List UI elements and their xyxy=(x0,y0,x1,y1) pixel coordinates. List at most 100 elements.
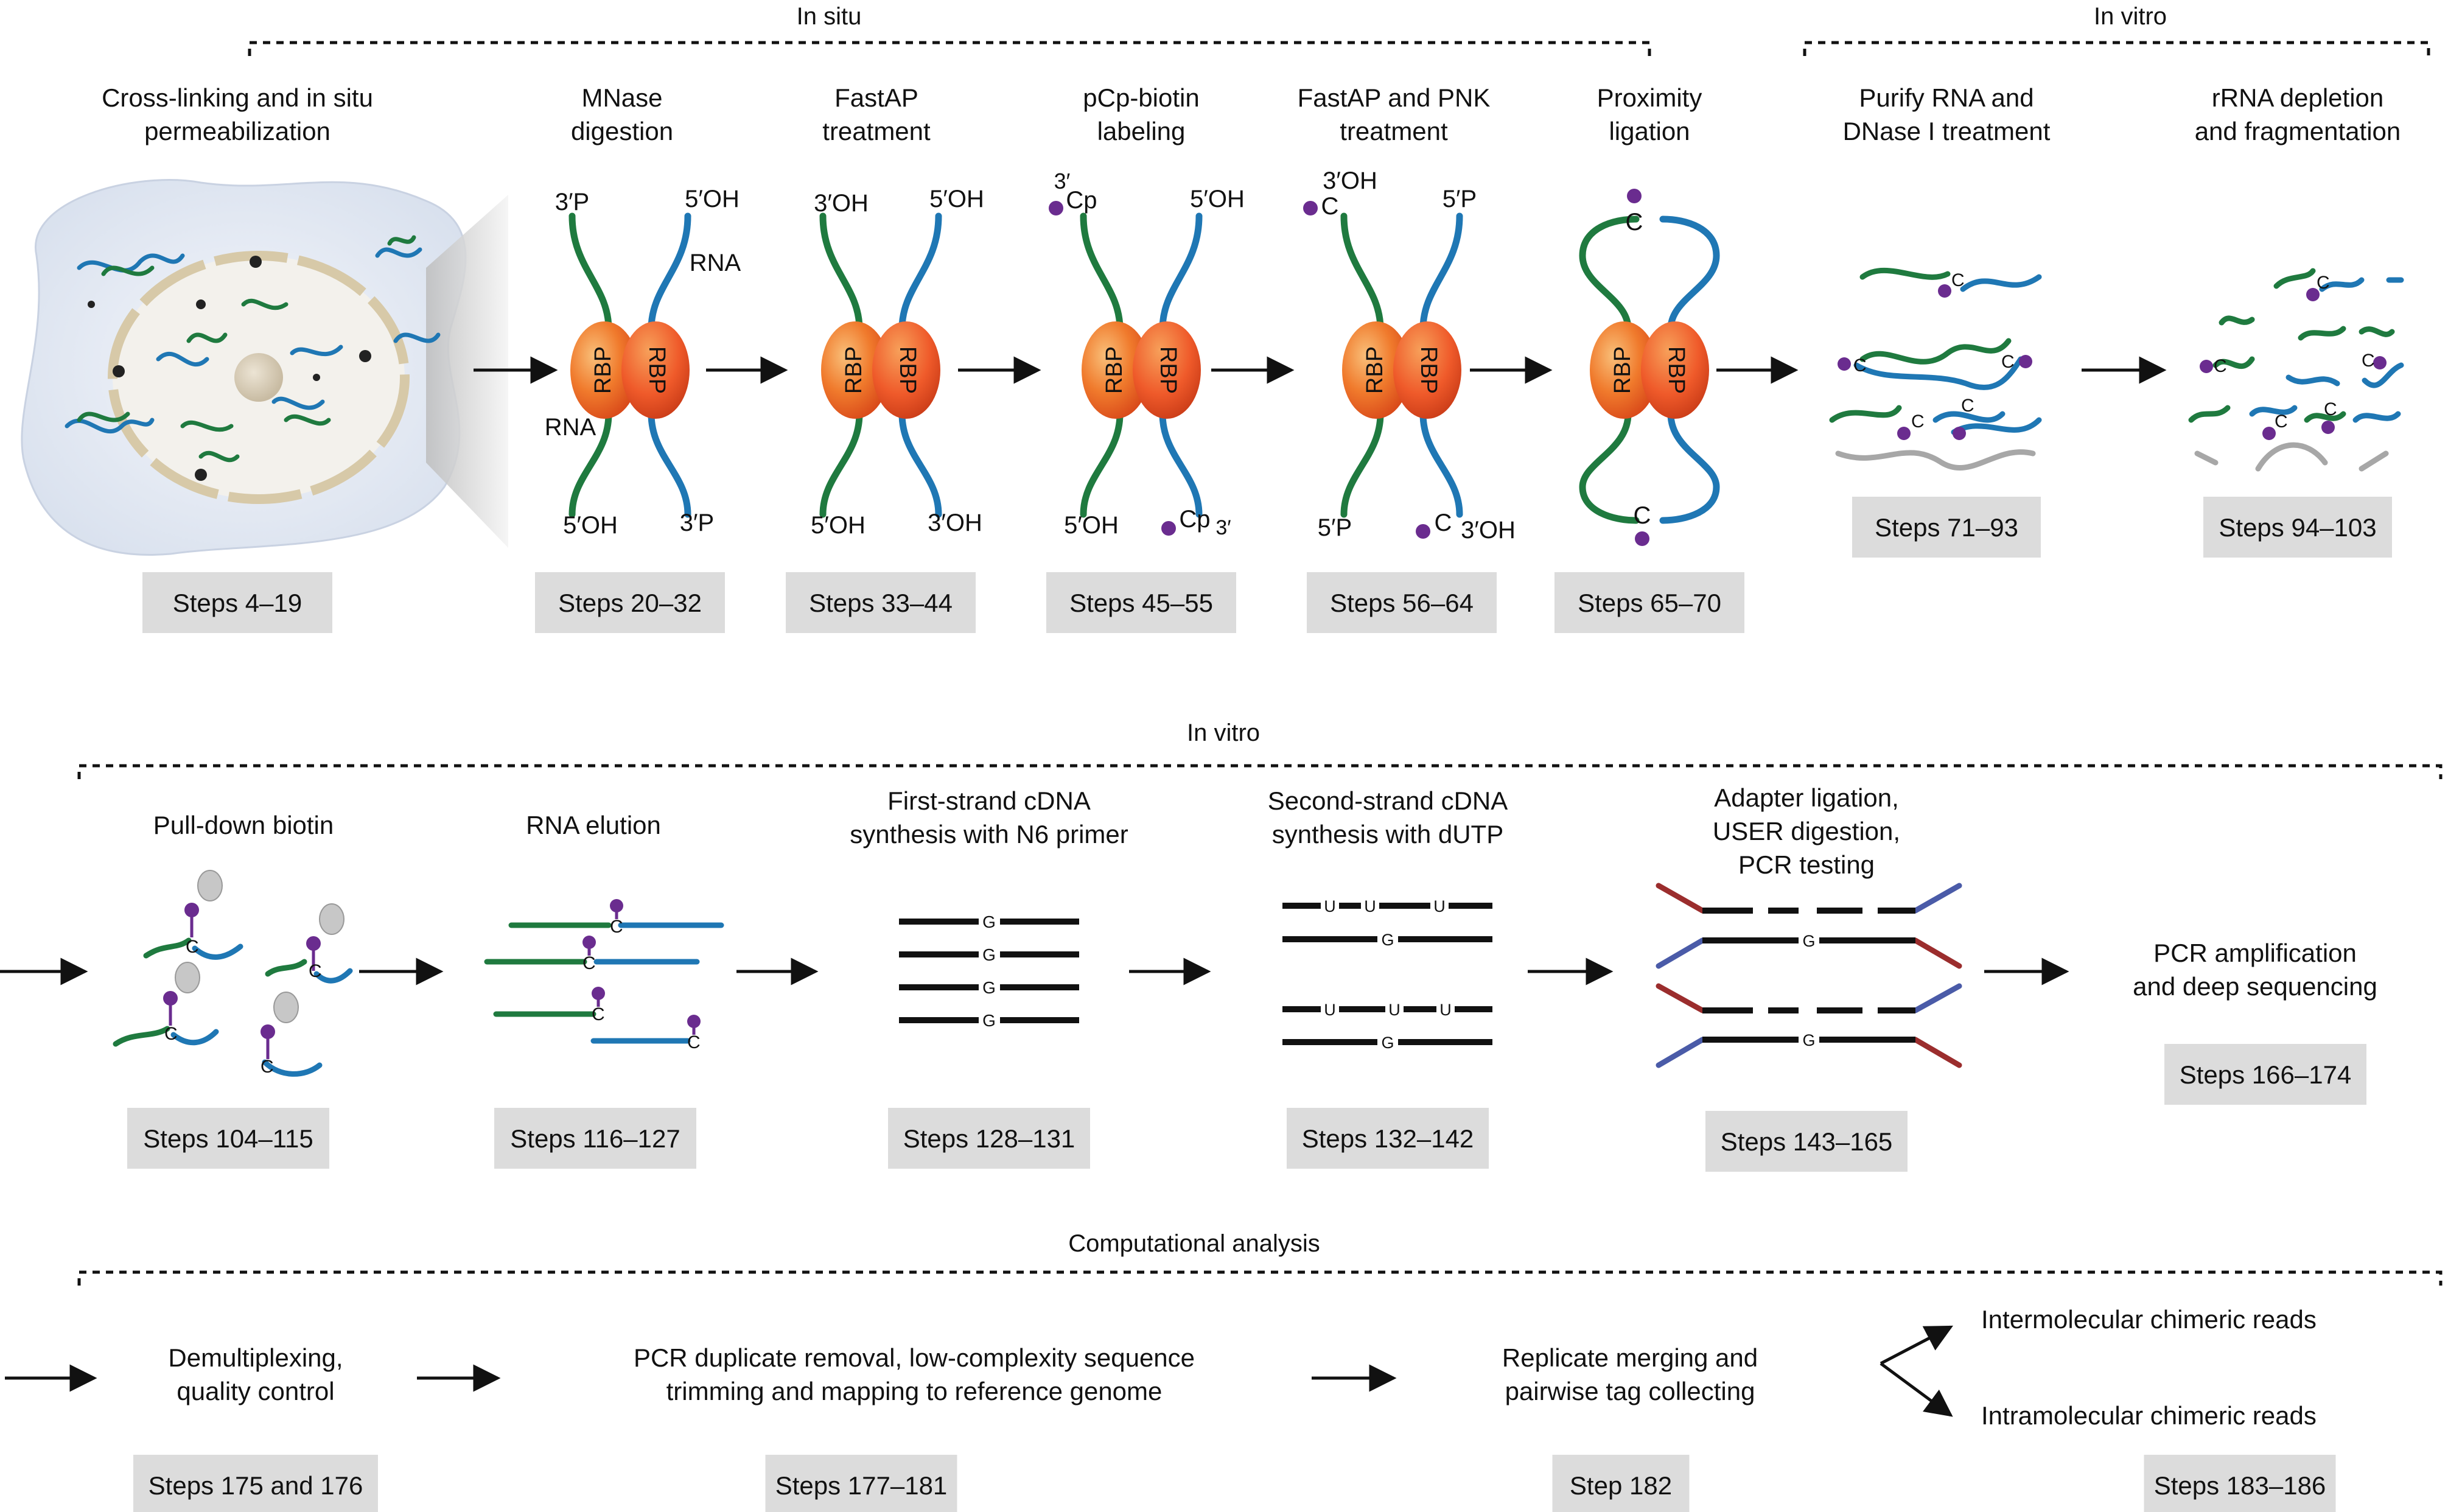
group-label-computational: Computational analysis xyxy=(1068,1230,1320,1257)
green-strand-top xyxy=(568,212,612,332)
step-box xyxy=(127,1108,329,1169)
step-badge: Steps 104–115 xyxy=(127,1108,329,1169)
step-label: Steps 65–70 xyxy=(1578,589,1721,617)
step-box xyxy=(494,1108,696,1169)
biotin-dot-icon xyxy=(1627,189,1642,203)
step-badge: Step 182 xyxy=(1552,1455,1690,1512)
step-box xyxy=(1287,1108,1489,1169)
end-label: 5′OH xyxy=(1190,186,1245,212)
stage-title: pairwise tag collecting xyxy=(1505,1377,1755,1405)
biotin-dot-icon xyxy=(1416,524,1430,539)
rna-strands xyxy=(1080,212,1203,518)
step-badge: Steps 20–32 xyxy=(535,572,725,633)
step-label: Steps 177–181 xyxy=(775,1471,948,1500)
stage-title: ligation xyxy=(1609,117,1690,145)
step-box xyxy=(1705,1111,1908,1172)
rbp-label: RBP xyxy=(1416,346,1441,394)
bracket-in-vitro-mid: In vitro xyxy=(77,719,2443,779)
blue-strand-bottom xyxy=(898,410,942,518)
stage-title: and fragmentation xyxy=(2195,117,2401,145)
end-label: C xyxy=(1321,193,1339,220)
step-box xyxy=(888,1108,1090,1169)
stage-title: FastAP and PNK xyxy=(1298,83,1491,112)
end-label: 3′OH xyxy=(1323,167,1377,194)
rbp-left xyxy=(570,321,638,419)
svg-text:U: U xyxy=(1364,897,1376,915)
step-label: Steps 94–103 xyxy=(2219,513,2376,542)
rna-label: RNA xyxy=(545,414,596,441)
biotin-dot-icon xyxy=(1049,201,1063,215)
step-box xyxy=(2164,1044,2366,1105)
svg-text:G: G xyxy=(1381,1034,1394,1052)
rbp-label: RBP xyxy=(1102,346,1127,394)
stage-title: trimming and mapping to reference genome xyxy=(666,1377,1163,1405)
svg-text:C: C xyxy=(1951,270,1965,290)
end-label: 5′OH xyxy=(685,186,740,212)
rna-strands xyxy=(1340,212,1463,518)
svg-text:G: G xyxy=(982,945,996,964)
step-box xyxy=(142,572,332,633)
end-label: 3′ xyxy=(1054,169,1071,194)
rna-label: RNA xyxy=(690,250,741,276)
stage-title: PCR testing xyxy=(1738,850,1875,879)
green-strand-bottom xyxy=(819,410,863,518)
step-box xyxy=(1554,572,1744,633)
bracket-computational: Computational analysis xyxy=(77,1230,2443,1286)
svg-text:G: G xyxy=(982,978,996,997)
svg-text:U: U xyxy=(1388,1001,1401,1019)
step-badge: Steps 175 and 176 xyxy=(133,1455,378,1512)
rbp-label: RBP xyxy=(841,346,867,394)
svg-text:C: C xyxy=(1961,396,1974,416)
svg-text:G: G xyxy=(982,912,996,931)
blue-strand-top xyxy=(898,212,942,332)
step-badge: Steps 166–174 xyxy=(2164,1044,2366,1105)
stage-title: labeling xyxy=(1097,117,1186,145)
step-label: Steps 175 and 176 xyxy=(149,1471,363,1500)
blue-strand-top xyxy=(1419,212,1463,332)
stage-title: Proximity xyxy=(1597,83,1702,112)
green-strand-bottom xyxy=(568,410,612,518)
end-label: 3′OH xyxy=(1461,517,1516,544)
fragmented-rna xyxy=(2188,268,2404,472)
row3-arrows xyxy=(5,1325,1953,1417)
end-label: 5′P xyxy=(1318,514,1352,541)
step-box xyxy=(535,572,725,633)
svg-text:U: U xyxy=(1324,897,1336,915)
end-label: 3′OH xyxy=(928,509,982,536)
step-label: Steps 56–64 xyxy=(1330,589,1474,617)
stage-title: PCR amplification xyxy=(2153,939,2357,967)
end-label: 3′P xyxy=(555,189,589,215)
end-label: Cp xyxy=(1179,506,1210,533)
step-badge: Steps 45–55 xyxy=(1046,572,1236,633)
ligation-c: C xyxy=(1634,502,1651,529)
step-badge: Steps 128–131 xyxy=(888,1108,1090,1169)
row2-stage-5: Adapter ligation,USER digestion,PCR test… xyxy=(1705,783,1908,1172)
svg-text:C: C xyxy=(2362,351,2375,371)
end-label: 5′OH xyxy=(563,512,618,539)
step-label: Steps 128–131 xyxy=(903,1124,1075,1153)
step-box xyxy=(1552,1455,1690,1512)
stage-title: Replicate merging and xyxy=(1502,1343,1758,1372)
stage-title: RNA elution xyxy=(526,811,661,839)
stage-title: digestion xyxy=(571,117,673,145)
step-box xyxy=(786,572,976,633)
green-strand-bottom xyxy=(1080,410,1124,518)
stage-title: Second-strand cDNA xyxy=(1268,786,1508,815)
step-label: Steps 71–93 xyxy=(1875,513,2018,542)
group-label-in-vitro-mid: In vitro xyxy=(1187,719,1260,746)
step-badge: Steps 177–181 xyxy=(765,1455,957,1512)
step-box xyxy=(1307,572,1497,633)
end-label: Cp xyxy=(1066,187,1097,214)
end-label: 5′OH xyxy=(1064,512,1119,539)
stage-title: synthesis with N6 primer xyxy=(850,820,1128,849)
